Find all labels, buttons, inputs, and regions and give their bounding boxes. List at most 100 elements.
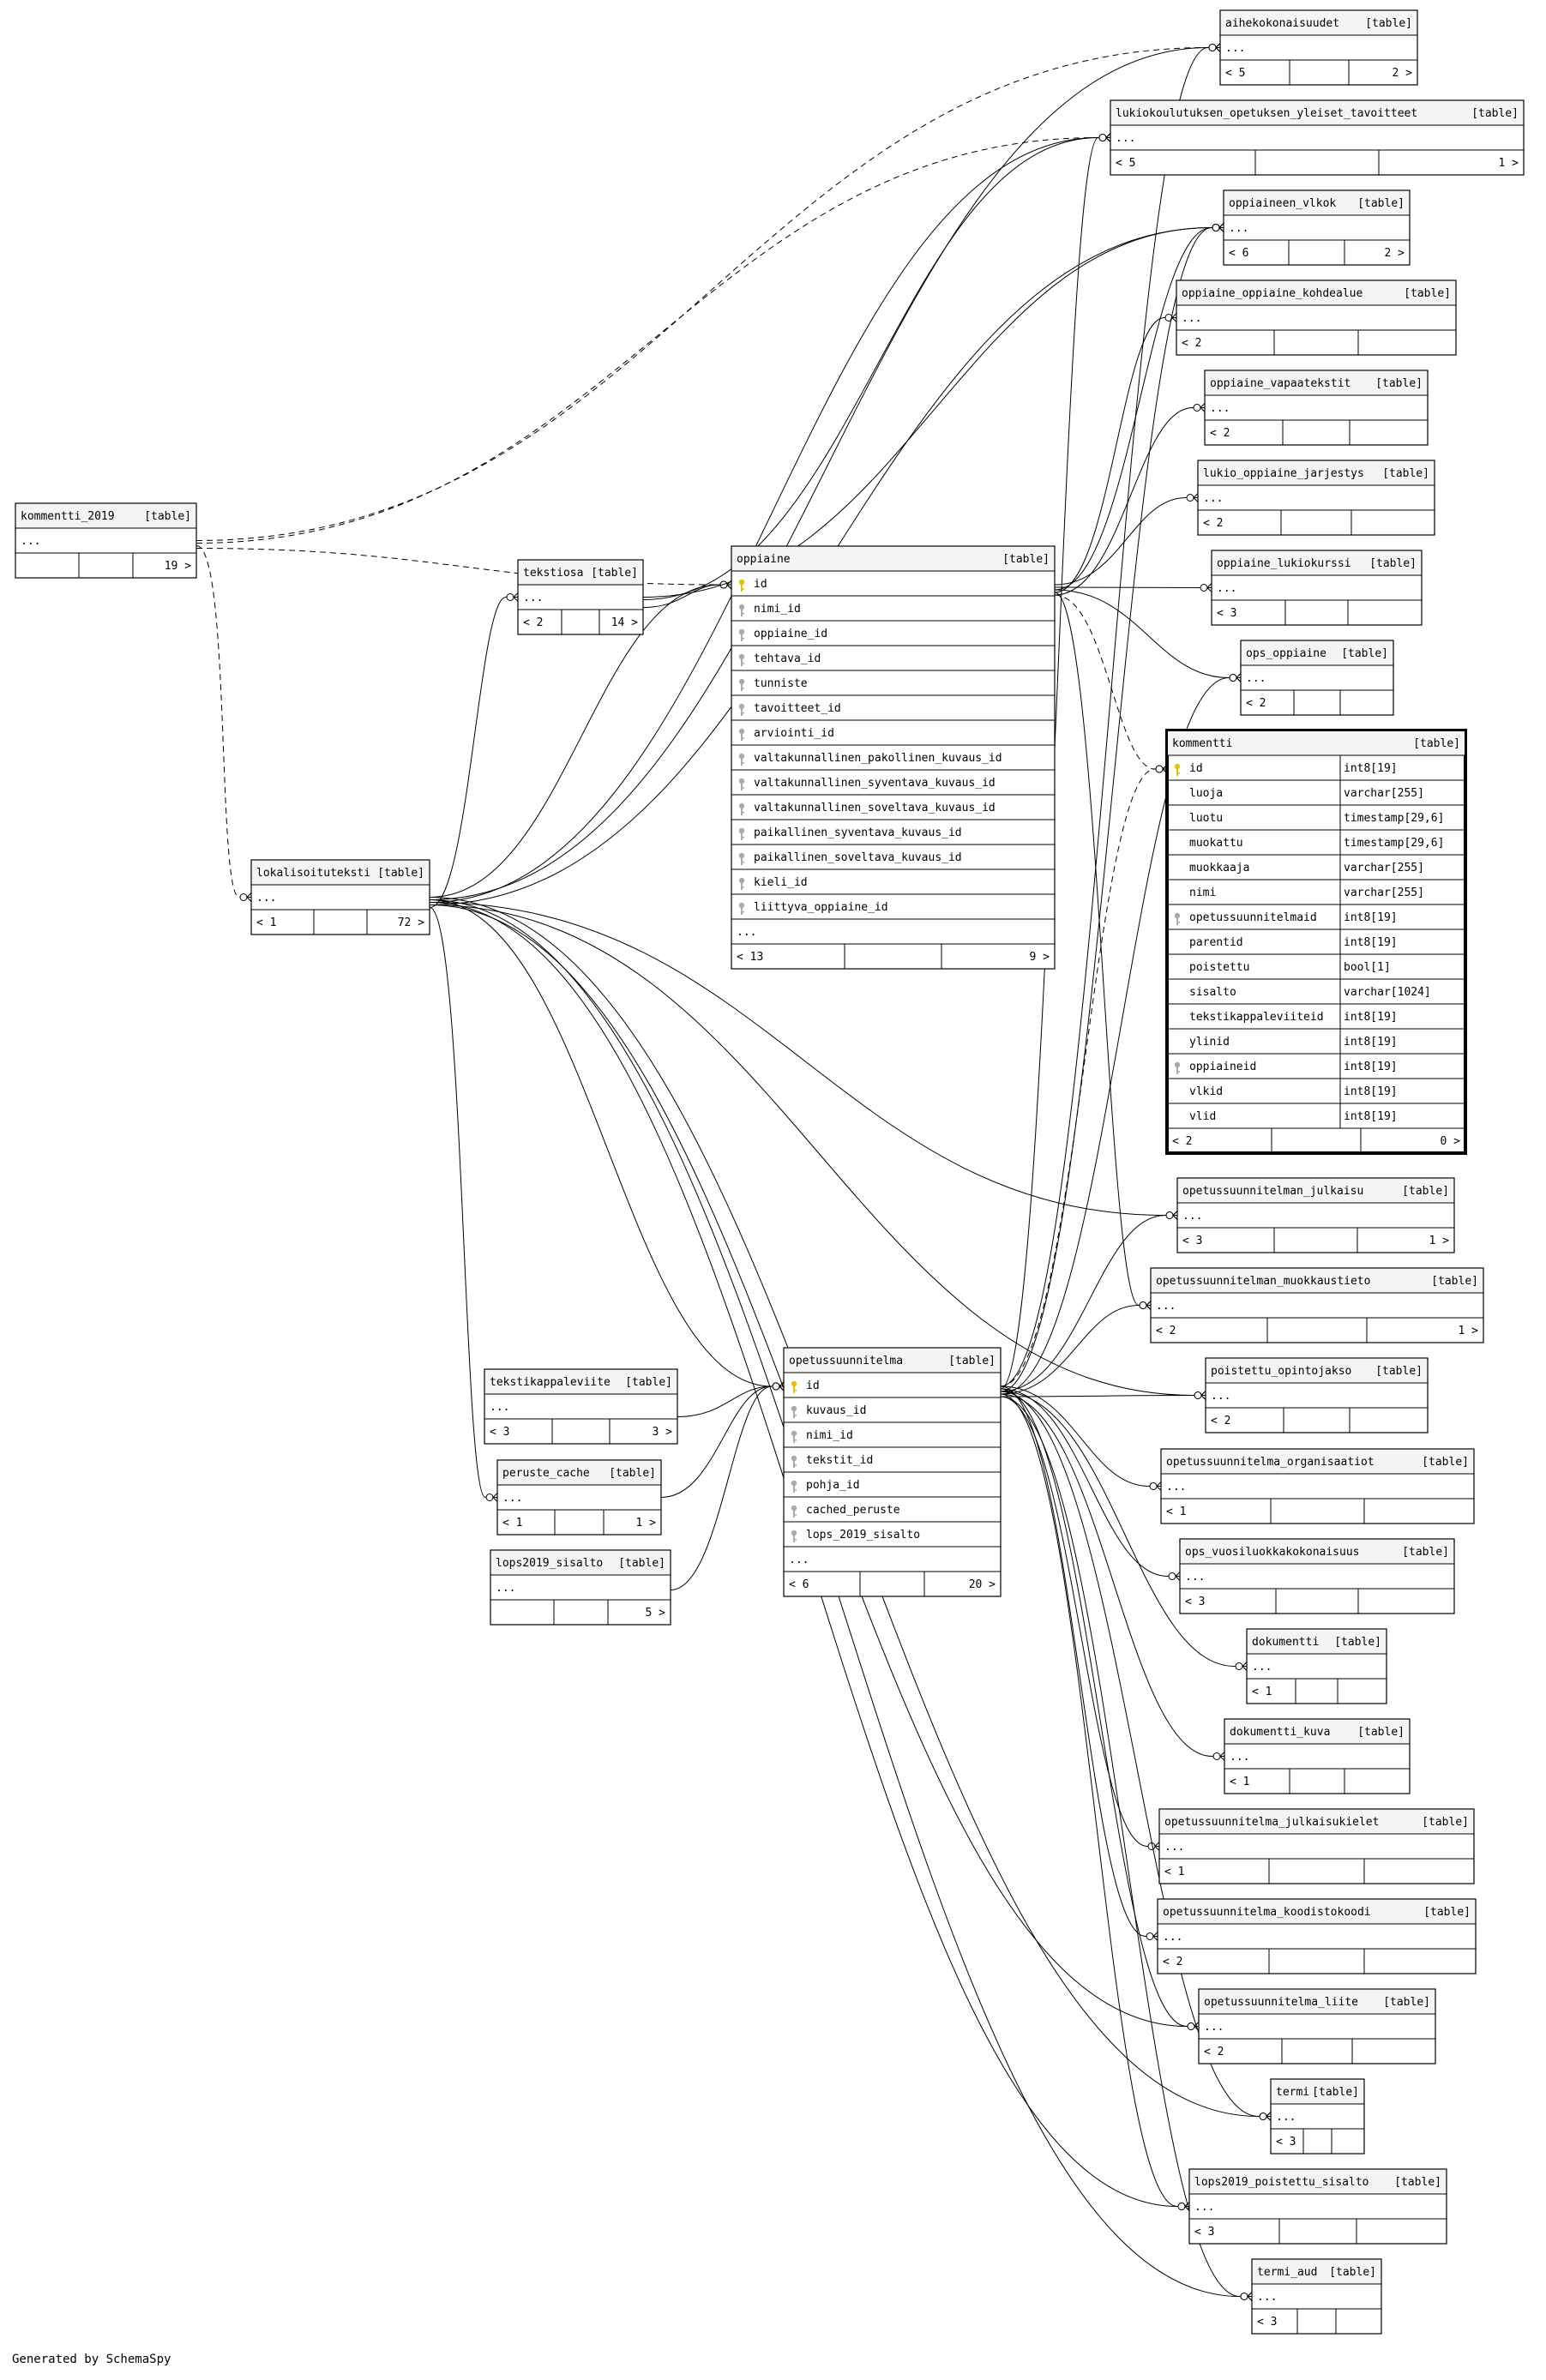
foreign-key-icon [791, 1480, 797, 1493]
table-opetussuunnitelma-koodistokoodi[interactable]: opetussuunnitelma_koodistokoodi[table]..… [1157, 1898, 1477, 1974]
table-lukiokoulutuksen-opetuksen-yleiset-tavoitteet[interactable]: lukiokoulutuksen_opetuksen_yleiset_tavoi… [1110, 99, 1525, 176]
column-name: valtakunnallinen_pakollinen_kuvaus_id [754, 752, 1002, 765]
table-tag: [table] [1431, 1275, 1478, 1288]
table-tag: [table] [1402, 1185, 1449, 1198]
children-count: 19 > [165, 560, 191, 573]
foreign-key-icon [738, 653, 745, 666]
relationship-line [642, 137, 1110, 600]
column-type: int8[19] [1344, 1085, 1398, 1098]
column-row: kieli_id [731, 876, 1055, 895]
parents-count: < 1 [1164, 1866, 1184, 1878]
table-name: opetussuunnitelman_muokkaustieto [1156, 1275, 1370, 1288]
table-oppiaine-lukiokurssi[interactable]: oppiaine_lukiokurssi[table]...< 3 [1211, 550, 1423, 626]
table-tag: [table] [1329, 2266, 1376, 2279]
column-name: vlkid [1189, 1085, 1223, 1098]
column-name: muokkaaja [1189, 862, 1249, 874]
table-lops2019-poistettu-sisalto[interactable]: lops2019_poistettu_sisalto[table]...< 3 [1188, 2168, 1447, 2245]
more-columns-ellipsis: ... [490, 1401, 509, 1414]
children-count: 5 > [646, 1607, 666, 1620]
children-count: 1 > [1429, 1235, 1450, 1247]
column-row: tavoitteet_id [731, 702, 1055, 721]
table-dokumentti-kuva[interactable]: dokumentti_kuva[table]...< 1 [1224, 1718, 1411, 1794]
foreign-key-icon [738, 628, 745, 641]
parents-count: < 2 [1163, 1956, 1182, 1968]
column-name: tunniste [754, 677, 808, 690]
column-name: nimi_id [754, 603, 801, 616]
more-columns-ellipsis: ... [1230, 1751, 1249, 1764]
table-oppiaine[interactable]: oppiaine[table]idnimi_idoppiaine_idtehta… [731, 545, 1056, 970]
primary-key-icon [791, 1380, 797, 1393]
table-kommentti-2019[interactable]: kommentti_2019[table]...19 > [15, 502, 197, 579]
column-name: luoja [1189, 787, 1223, 800]
column-row: valtakunnallinen_pakollinen_kuvaus_id [731, 752, 1055, 771]
table-termi-aud[interactable]: termi_aud[table]...< 3 [1251, 2258, 1382, 2335]
foreign-key-icon [791, 1505, 797, 1518]
relationship-end-marker [1193, 403, 1206, 412]
column-type: int8[19] [1344, 1036, 1398, 1049]
column-name: nimi_id [806, 1429, 853, 1442]
relationship-line [642, 584, 731, 608]
table-opetussuunnitelman-julkaisu[interactable]: opetussuunnitelman_julkaisu[table]...< 3… [1176, 1177, 1455, 1253]
column-name: lops_2019_sisalto [806, 1529, 920, 1542]
relationship-line [196, 548, 731, 586]
table-tag: [table] [1423, 1906, 1471, 1919]
relationship-end-marker [506, 592, 519, 602]
more-columns-ellipsis: ... [1185, 1571, 1205, 1584]
table-oppiaine-vapaatekstit[interactable]: oppiaine_vapaatekstit[table]...< 2 [1204, 370, 1429, 446]
table-lukio-oppiaine-jarjestys[interactable]: lukio_oppiaine_jarjestys[table]...< 2 [1197, 460, 1435, 536]
table-poistettu-opintojakso[interactable]: poistettu_opintojakso[table]...< 2 [1205, 1357, 1429, 1433]
table-termi[interactable]: termi[table]...< 3 [1270, 2078, 1365, 2155]
children-count: 2 > [1393, 67, 1413, 80]
relationship-line [429, 902, 1177, 1216]
column-type: varchar[1024] [1344, 986, 1431, 999]
table-opetussuunnitelma-organisaatiot[interactable]: opetussuunnitelma_organisaatiot[table]..… [1160, 1448, 1475, 1524]
relationship-line [1000, 1385, 1158, 1937]
column-name: opetussuunnitelmaid [1189, 911, 1317, 924]
more-columns-ellipsis: ... [1225, 42, 1245, 55]
children-count: 14 > [611, 616, 638, 629]
table-name: oppiaineen_vlkok [1229, 197, 1336, 210]
relationship-end-marker [1235, 1662, 1248, 1671]
footer-generated-by: Generated by SchemaSpy [12, 2353, 171, 2366]
table-lops2019-sisalto[interactable]: lops2019_sisalto[table]...5 > [490, 1549, 671, 1626]
relationship-line [1054, 594, 1167, 770]
relationship-line [1054, 589, 1241, 678]
table-tag: [table] [609, 1467, 656, 1480]
column-name: kieli_id [754, 876, 808, 889]
table-oppiaine-oppiaine-kohdealue[interactable]: oppiaine_oppiaine_kohdealue[table]...< 2 [1176, 279, 1457, 356]
relationship-line [1054, 592, 1151, 1306]
relationship-line [1054, 227, 1224, 591]
table-opetussuunnitelma-liite[interactable]: opetussuunnitelma_liite[table]...< 2 [1198, 1988, 1436, 2064]
table-opetussuunnitelman-muokkaustieto[interactable]: opetussuunnitelman_muokkaustieto[table].… [1150, 1267, 1484, 1343]
more-columns-ellipsis: ... [1246, 672, 1266, 685]
foreign-key-icon [738, 604, 745, 616]
relationship-line [429, 597, 518, 908]
relationship-line [1000, 1305, 1151, 1395]
table-opetussuunnitelma[interactable]: opetussuunnitelma[table]idkuvaus_idnimi_… [783, 1347, 1002, 1597]
foreign-key-icon [738, 852, 745, 865]
relationship-line [670, 1385, 784, 1590]
more-columns-ellipsis: ... [1211, 1390, 1230, 1403]
table-dokumentti[interactable]: dokumentti[table]...< 1 [1246, 1628, 1387, 1704]
relationship-end-marker [1212, 223, 1224, 232]
table-ops-oppiaine[interactable]: ops_oppiaine[table]...< 2 [1240, 640, 1394, 716]
parents-count: < 3 [1217, 607, 1236, 620]
table-ops-vuosiluokkakokonaisuus[interactable]: ops_vuosiluokkakokonaisuus[table]...< 3 [1179, 1538, 1455, 1614]
table-opetussuunnitelma-julkaisukielet[interactable]: opetussuunnitelma_julkaisukielet[table].… [1158, 1808, 1475, 1884]
relationship-line [1054, 317, 1176, 593]
more-columns-ellipsis: ... [1164, 1841, 1184, 1854]
table-tag: [table] [1422, 1816, 1469, 1829]
column-name: luotu [1189, 812, 1223, 825]
column-type: bool[1] [1344, 961, 1391, 974]
